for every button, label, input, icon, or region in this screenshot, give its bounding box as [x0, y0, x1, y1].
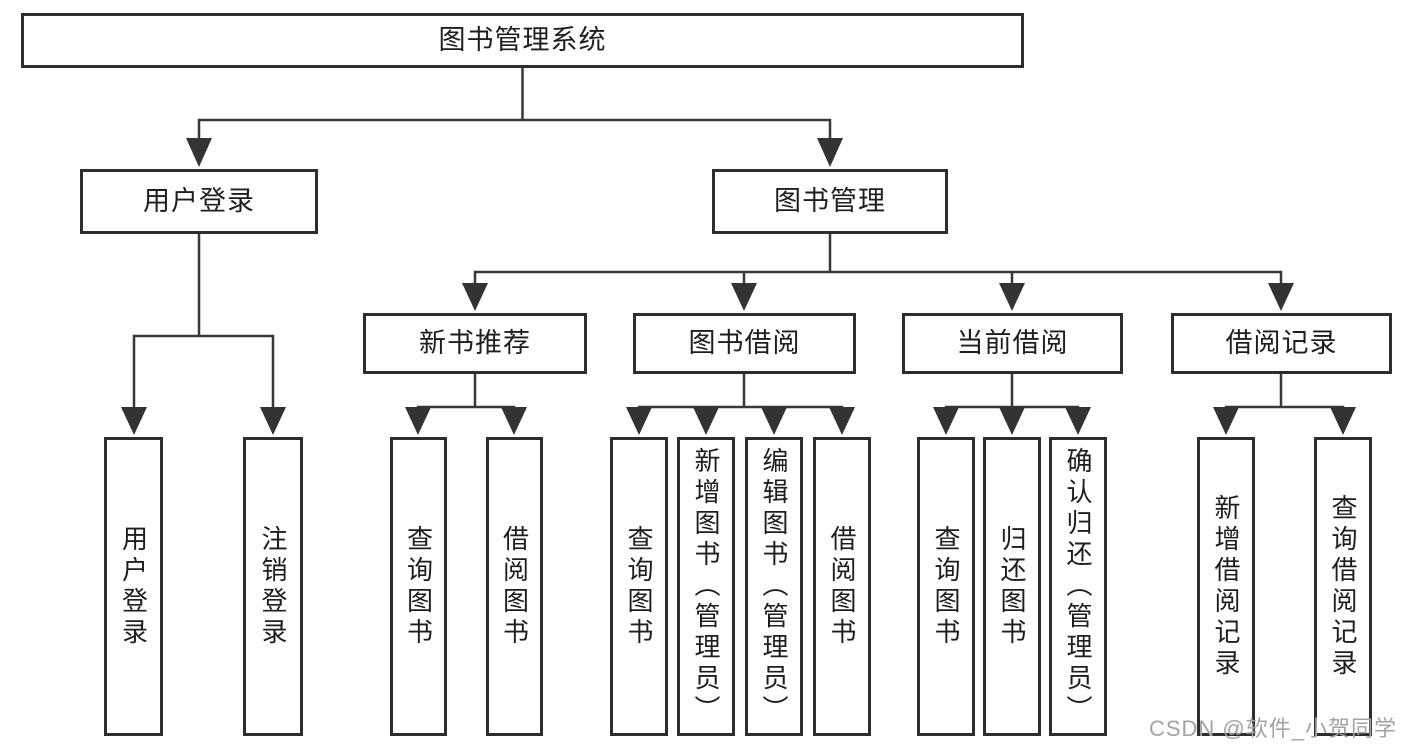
leaf-edit-book-admin: 编辑图书（管理员）: [745, 437, 803, 736]
node-new-book-recommend: 新书推荐: [363, 313, 587, 374]
leaf-confirm-return-admin: 确认归还（管理员）: [1049, 437, 1107, 736]
node-library-system: 图书管理系统: [21, 13, 1024, 68]
leaf-borrow-books-recommend: 借阅图书: [486, 437, 543, 736]
leaf-query-books-recommend: 查询图书: [390, 437, 447, 736]
watermark: CSDN @软件_小贺同学: [1148, 716, 1397, 741]
leaf-add-book-admin: 新增图书（管理员）: [677, 437, 735, 736]
node-current-borrow: 当前借阅: [902, 313, 1123, 374]
leaf-user-login: 用户登录: [104, 437, 163, 736]
node-book-management: 图书管理: [712, 169, 948, 234]
leaf-query-books-current: 查询图书: [917, 437, 975, 736]
leaf-return-book: 归还图书: [983, 437, 1041, 736]
node-book-borrow: 图书借阅: [633, 313, 856, 374]
node-user-login: 用户登录: [80, 169, 318, 234]
leaf-add-borrow-record: 新增借阅记录: [1197, 437, 1255, 736]
leaf-borrow-books: 借阅图书: [813, 437, 871, 736]
leaf-logout: 注销登录: [243, 437, 303, 736]
leaf-query-books-borrow: 查询图书: [610, 437, 668, 736]
leaf-query-borrow-record: 查询借阅记录: [1314, 437, 1372, 736]
node-borrow-records: 借阅记录: [1171, 313, 1392, 374]
